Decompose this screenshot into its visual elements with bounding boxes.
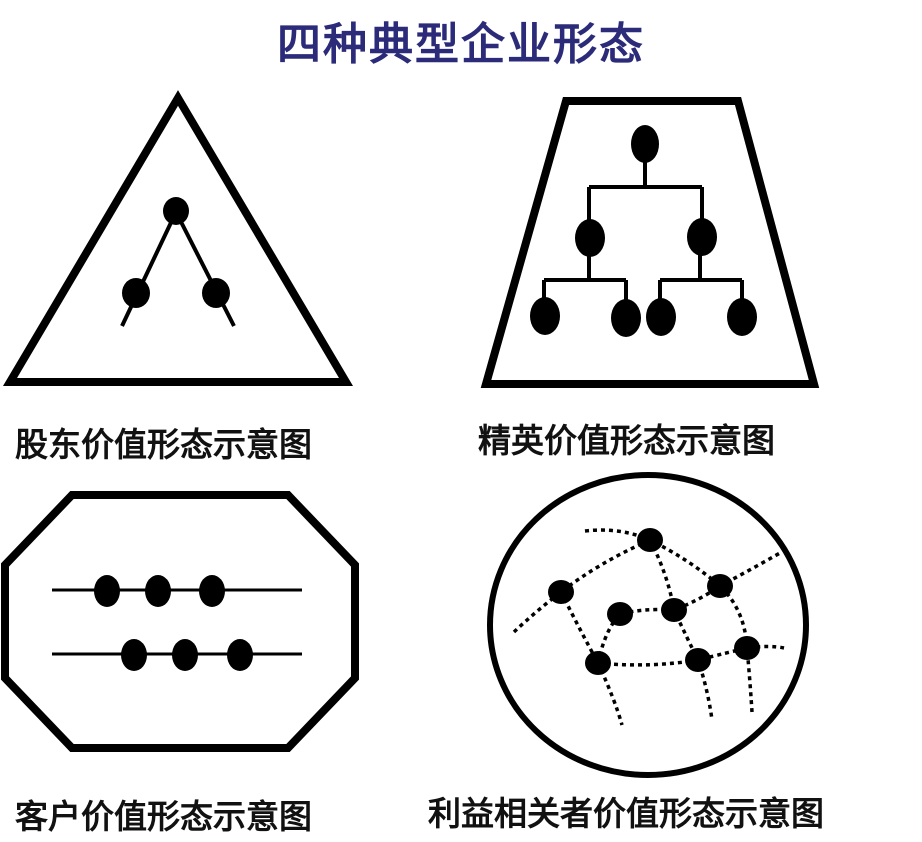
circle-frame: [487, 472, 809, 778]
network-links: [512, 528, 785, 726]
node-right: [202, 278, 230, 308]
node-top: [163, 197, 189, 225]
node-network-2: [548, 580, 574, 604]
caption-customer: 客户价值形态示意图: [15, 797, 312, 836]
node-left: [122, 278, 150, 308]
node-network-6: [585, 651, 611, 675]
node-mid-right: [687, 218, 717, 256]
node-row1-c: [199, 575, 225, 607]
node-row1-a: [94, 575, 120, 607]
node-mid-left: [575, 219, 605, 257]
customer-diagram: [0, 491, 359, 752]
branch-left: [120, 211, 178, 327]
node-row1-b: [145, 575, 171, 607]
node-network-4: [607, 602, 633, 626]
branch-right: [174, 211, 236, 327]
stakeholder-diagram: [487, 472, 809, 778]
octagon-frame: [0, 491, 359, 752]
caption-elite: 精英价值形态示意图: [478, 421, 775, 460]
node-network-3: [707, 574, 733, 598]
node-leaf-4: [727, 298, 757, 336]
node-network-1: [637, 528, 663, 552]
node-row2-c: [227, 639, 253, 671]
triangle-frame: [2, 90, 354, 386]
node-leaf-1: [530, 297, 560, 335]
node-row2-a: [121, 639, 147, 671]
node-root: [631, 125, 659, 163]
page-title: 四种典型企业形态: [277, 19, 645, 70]
node-network-7: [685, 648, 711, 672]
node-network-8: [734, 636, 760, 660]
trapezoid-frame: [480, 97, 820, 388]
shareholder-diagram: [2, 90, 354, 386]
caption-shareholder: 股东价值形态示意图: [15, 425, 312, 464]
node-row2-b: [172, 639, 198, 671]
node-network-5: [661, 598, 687, 622]
node-leaf-3: [646, 298, 676, 336]
tree-connectors: [542, 158, 744, 300]
caption-stakeholder: 利益相关者价值形态示意图: [428, 794, 824, 833]
node-leaf-2: [611, 299, 641, 337]
elite-diagram: [480, 97, 820, 388]
